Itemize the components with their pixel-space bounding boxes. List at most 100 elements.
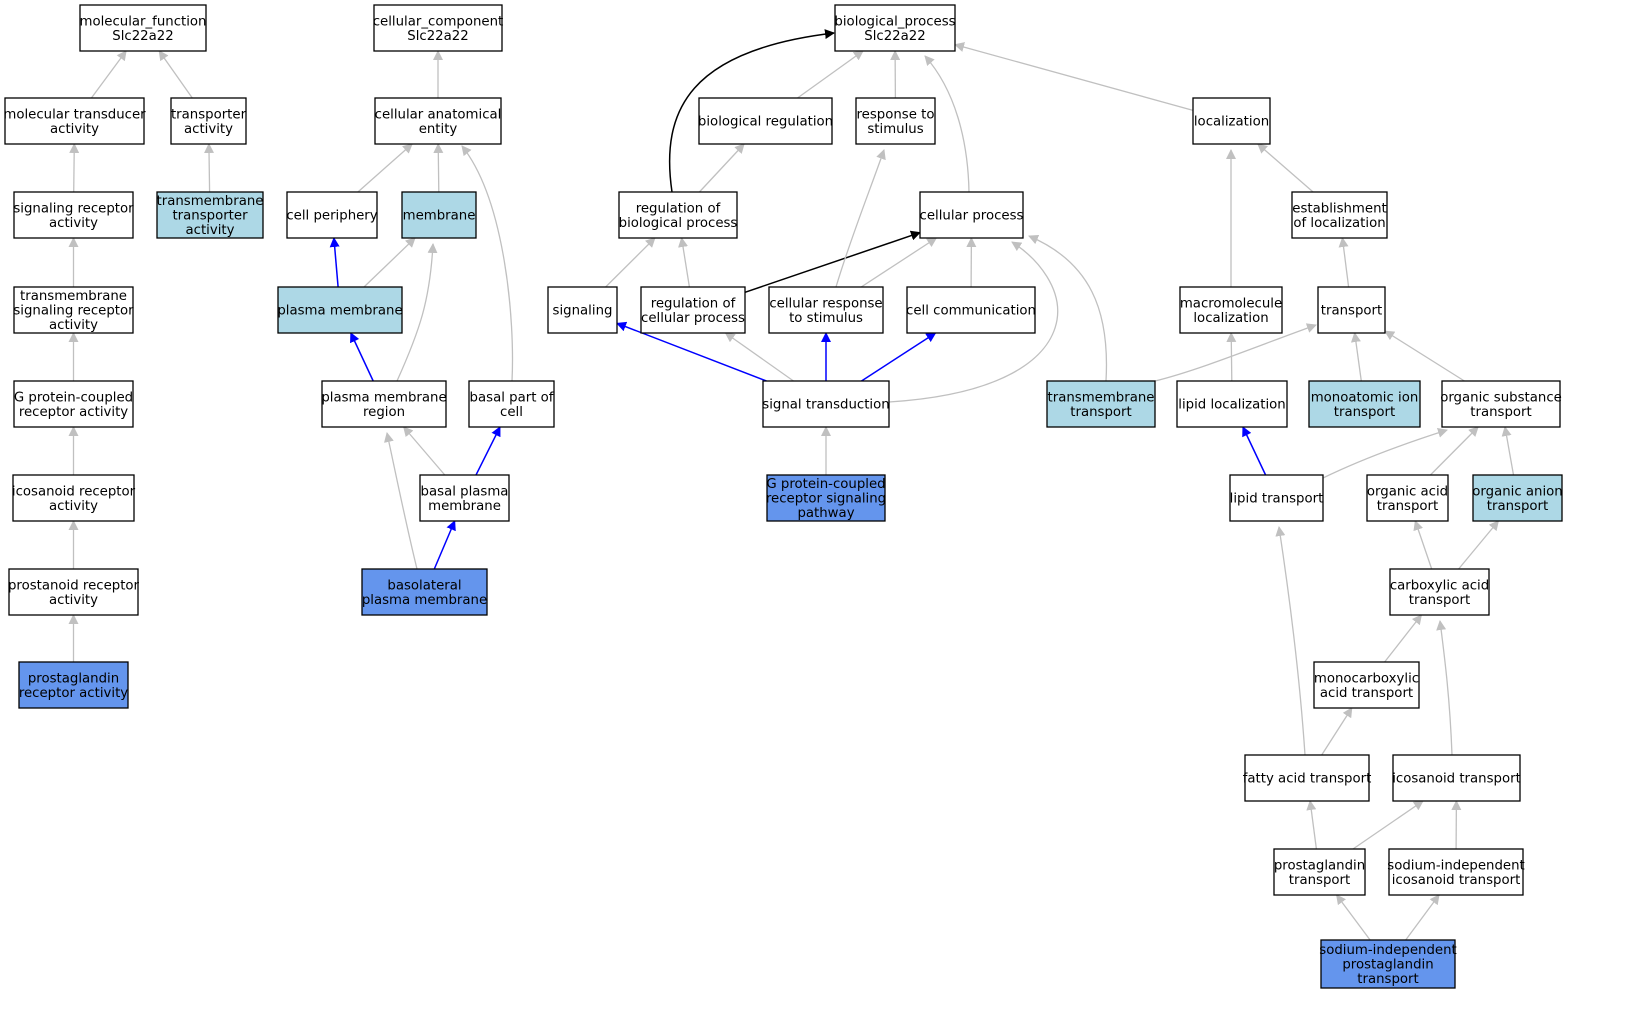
node-label: carboxylic acid	[1390, 578, 1489, 593]
node-box	[1472, 474, 1563, 522]
node-box	[79, 4, 207, 52]
edge-pm-to-mem	[363, 237, 416, 288]
node-lloc[interactable]: lipid localization	[1176, 380, 1288, 428]
node-label: basal plasma	[421, 484, 509, 499]
node-label: monocarboxylic	[1314, 671, 1419, 686]
edge-bpm-to-pmr	[403, 426, 446, 476]
node-box	[286, 191, 378, 239]
node-box	[1179, 286, 1283, 334]
node-label: of localization	[1293, 216, 1385, 231]
node-cpr[interactable]: cellular process	[919, 191, 1024, 239]
node-box	[1244, 754, 1370, 802]
node-label: icosanoid receptor	[12, 484, 136, 499]
node-label: sodium-independent	[1319, 943, 1456, 958]
edge-loc-to-bp	[954, 42, 1194, 112]
edge-bpc-to-cae	[461, 145, 514, 382]
node-box	[13, 286, 134, 334]
node-label: Slc22a22	[407, 29, 468, 44]
node-label: cell periphery	[286, 209, 377, 224]
edge-pmr-to-mem	[396, 243, 438, 382]
node-sig[interactable]: signaling	[547, 286, 618, 334]
node-label: prostaglandin	[1342, 958, 1433, 973]
edge-fat-to-mcat	[1321, 707, 1353, 756]
node-tr[interactable]: transport	[1317, 286, 1386, 334]
node-label: entity	[419, 122, 458, 137]
node-br[interactable]: biological regulation	[698, 97, 833, 145]
node-label: G protein-coupled	[14, 390, 133, 405]
edge-rcp-to-rbp	[678, 237, 691, 288]
node-pm[interactable]: plasma membrane	[277, 286, 403, 334]
node-label: cellular response	[769, 296, 882, 311]
edge-lloc-to-mloc	[1226, 332, 1237, 382]
node-label: plasma membrane	[321, 390, 446, 405]
node-label: transmembrane	[20, 289, 127, 304]
node-label: transport	[1321, 304, 1382, 319]
node-label: transport	[1487, 499, 1548, 514]
edge-mit-to-tr	[1350, 332, 1362, 382]
node-fat[interactable]: fatty acid transport	[1243, 754, 1372, 802]
node-cp[interactable]: cell periphery	[286, 191, 378, 239]
node-box	[1392, 754, 1521, 802]
node-label: organic acid	[1367, 484, 1448, 499]
node-box	[4, 97, 145, 145]
edge-crs-to-rts	[835, 149, 886, 288]
node-mem[interactable]: membrane	[401, 191, 477, 239]
node-loc[interactable]: localization	[1192, 97, 1271, 145]
node-box	[170, 97, 247, 145]
node-label: response to	[857, 107, 935, 122]
node-st[interactable]: signal transduction	[762, 380, 890, 428]
node-label: localization	[1194, 115, 1269, 130]
node-label: acid transport	[1320, 686, 1413, 701]
node-box	[1046, 380, 1156, 428]
node-label: transport	[1334, 405, 1395, 420]
node-ccm[interactable]: cell communication	[906, 286, 1036, 334]
node-box	[8, 568, 139, 616]
node-ict[interactable]: icosanoid transport	[1392, 754, 1521, 802]
node-box	[13, 191, 134, 239]
node-label: cellular process	[920, 209, 1024, 224]
node-box	[640, 286, 746, 334]
node-label: cellular anatomical	[375, 107, 502, 122]
node-label: basolateral	[387, 578, 461, 593]
node-label: basal part of	[470, 390, 554, 405]
node-lt[interactable]: lipid transport	[1229, 474, 1324, 522]
node-label: signal transduction	[762, 398, 889, 413]
node-label: cell communication	[906, 304, 1036, 319]
edge-eol-to-loc	[1257, 143, 1314, 193]
